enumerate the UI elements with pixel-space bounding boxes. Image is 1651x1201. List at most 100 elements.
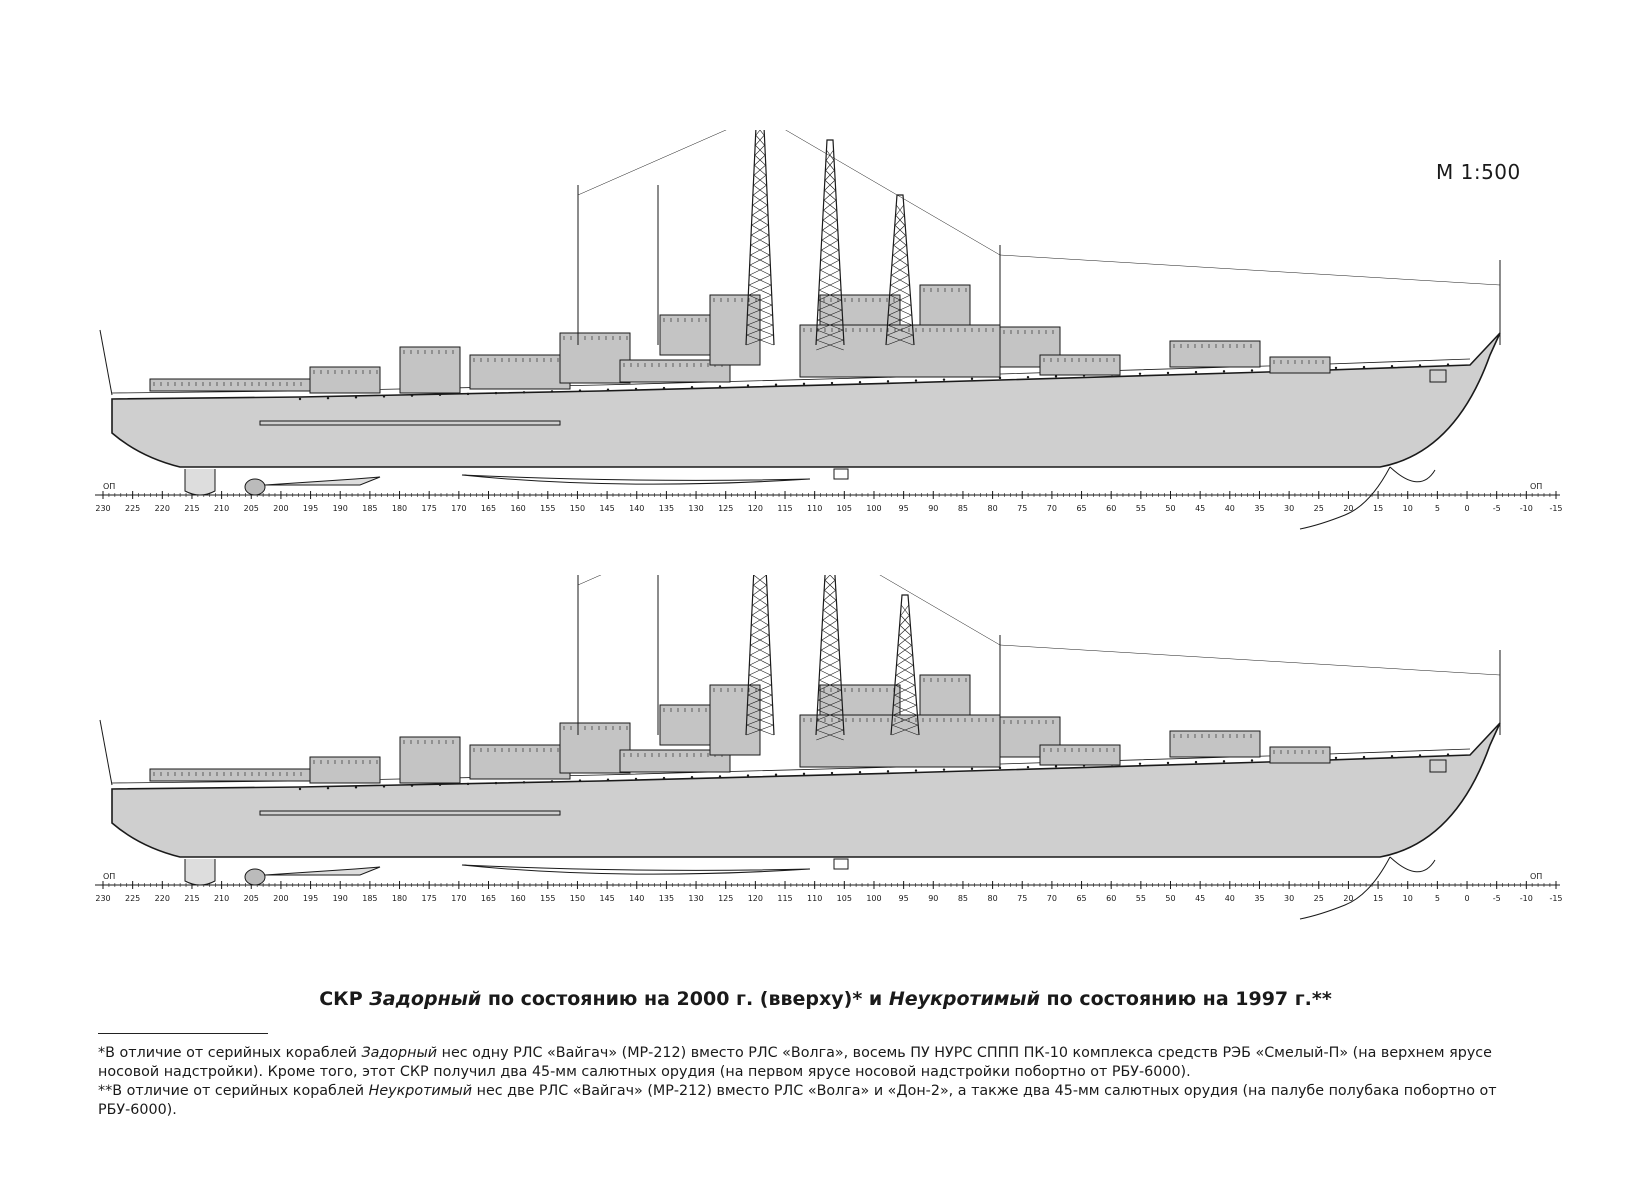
porthole <box>802 382 806 386</box>
mast-lattice <box>821 239 839 251</box>
footnote-1: *В отличие от серийных кораблей Задорный… <box>98 1044 1518 1082</box>
boat-deck <box>619 749 731 773</box>
mainmast <box>815 139 845 346</box>
propeller <box>244 868 266 886</box>
porthole <box>1250 759 1254 762</box>
fwd-deckhouse <box>1039 744 1121 766</box>
porthole <box>326 786 330 790</box>
mast-lattice <box>817 319 843 331</box>
mast-lattice <box>896 204 904 216</box>
station-tick-label: 65 <box>1076 504 1086 513</box>
mast-lattice <box>748 284 772 296</box>
mast-lattice <box>826 149 834 161</box>
station-tick-label: 5 <box>1435 504 1440 513</box>
station-tick-label: 105 <box>837 504 852 513</box>
mainmast <box>815 575 845 736</box>
station-tick-label: 215 <box>184 894 199 903</box>
aft-gun-turret-2 <box>399 736 461 784</box>
porthole <box>438 393 442 396</box>
mast-lattice <box>824 189 836 201</box>
mast-lattice <box>890 284 910 296</box>
mast-lattice <box>897 654 913 666</box>
mast-lattice <box>753 174 767 186</box>
mast-lattice <box>821 639 839 651</box>
mast-lattice <box>816 329 844 341</box>
station-tick-label: 50 <box>1165 894 1175 903</box>
mast-lattice <box>892 714 918 726</box>
caption-ship1: Задорный <box>369 988 482 1010</box>
station-tick-label: 60 <box>1106 504 1116 513</box>
porthole <box>914 769 918 772</box>
mast-lattice <box>889 294 911 306</box>
mast-lattice <box>821 629 839 641</box>
mainmast-base <box>709 294 761 366</box>
porthole <box>662 386 666 390</box>
station-tick-label: 85 <box>958 504 968 513</box>
caption-ship2: Неукротимый <box>888 988 1040 1010</box>
caption-prefix: СКР <box>319 988 370 1010</box>
caption-middle: по состоянию на 2000 г. (вверху)* и <box>481 988 889 1010</box>
station-tick-label: -5 <box>1493 894 1501 903</box>
rbu-launcher <box>1269 746 1331 764</box>
station-tick-label: 120 <box>748 894 763 903</box>
station-tick-label: 45 <box>1195 894 1205 903</box>
porthole <box>830 381 834 385</box>
porthole <box>522 781 526 784</box>
station-tick-label: 210 <box>214 894 229 903</box>
porthole <box>1138 372 1142 375</box>
station-tick-label: 195 <box>303 504 318 513</box>
porthole <box>1334 366 1338 370</box>
station-tick-label: 95 <box>899 894 909 903</box>
mast-lattice <box>752 594 768 606</box>
porthole <box>1362 365 1366 369</box>
station-tick-label: 100 <box>866 504 881 513</box>
mast-lattice <box>751 224 769 236</box>
porthole <box>382 395 386 398</box>
porthole <box>662 776 666 780</box>
station-tick-label: 190 <box>333 894 348 903</box>
mast-lattice <box>817 699 843 711</box>
station-tick-label: 125 <box>718 504 733 513</box>
porthole <box>1390 755 1394 758</box>
porthole <box>914 379 918 382</box>
porthole <box>1166 371 1170 375</box>
anchor <box>1429 369 1447 383</box>
station-tick-label: 45 <box>1195 504 1205 513</box>
station-tick-label: 205 <box>244 894 259 903</box>
porthole <box>466 392 470 396</box>
mast-lattice <box>749 264 771 276</box>
mast-lattice <box>752 194 768 206</box>
mast-lattice <box>747 314 773 326</box>
station-tick-label: 230 <box>95 894 110 903</box>
footnote-ship: Неукротимый <box>368 1083 473 1099</box>
porthole <box>858 381 862 384</box>
station-tick-label: 180 <box>392 504 407 513</box>
station-tick-label: 110 <box>807 504 822 513</box>
mast-lattice <box>755 130 765 136</box>
station-tick-label: 90 <box>928 894 938 903</box>
porthole <box>606 388 610 391</box>
bridge-upper <box>819 684 901 716</box>
porthole <box>1390 365 1394 368</box>
station-tick-label: 35 <box>1254 894 1264 903</box>
aft-gun-turret <box>309 366 381 394</box>
mast-lattice <box>898 634 912 646</box>
station-tick-label: 185 <box>362 894 377 903</box>
porthole <box>942 768 946 771</box>
mast-lattice <box>890 274 910 286</box>
mast-lattice <box>886 334 914 346</box>
mast-lattice <box>824 179 836 191</box>
porthole <box>830 771 834 775</box>
porthole <box>1418 364 1422 367</box>
porthole <box>886 380 890 383</box>
station-tick-label: 140 <box>629 504 644 513</box>
mainmast-base <box>709 684 761 756</box>
footnote-text: нес две РЛС «Вайгач» (МР-212) вместо РЛС… <box>98 1083 1497 1118</box>
mast-lattice <box>891 264 909 276</box>
bilge-keel <box>461 864 811 875</box>
footnote-text: нес одну РЛС «Вайгач» (МР-212) вместо РЛ… <box>98 1045 1492 1080</box>
stern-flagstaff <box>99 719 113 786</box>
porthole <box>382 785 386 788</box>
station-tick-label: 165 <box>481 504 496 513</box>
